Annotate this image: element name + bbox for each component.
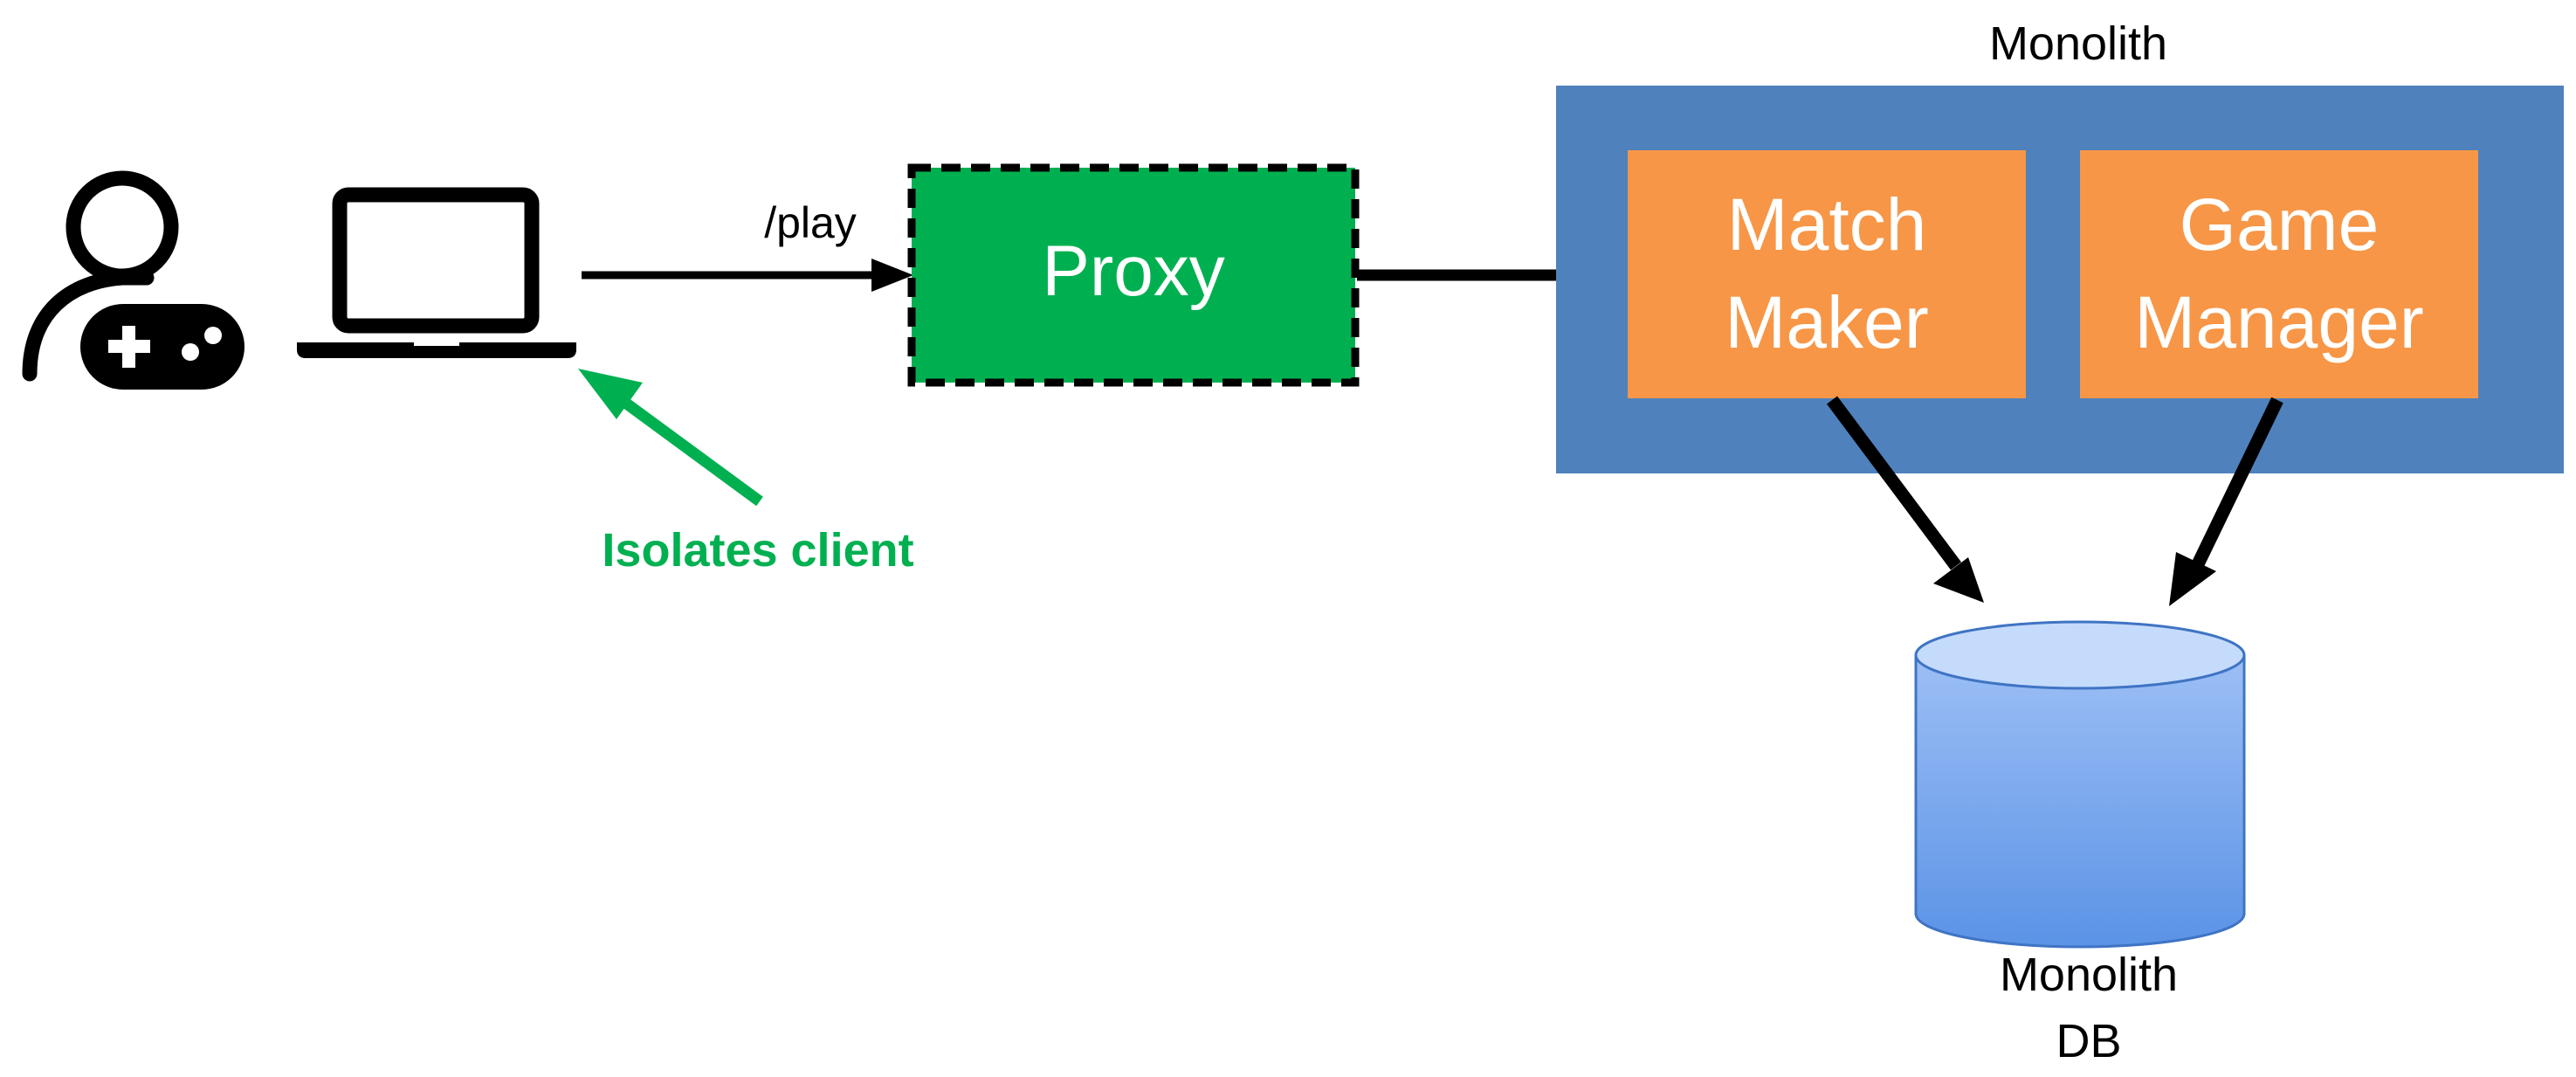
game-manager-label-line2: Manager bbox=[2134, 281, 2424, 363]
match-maker-box: Match Maker bbox=[1628, 150, 2026, 398]
database-label-line2: DB bbox=[2056, 1015, 2121, 1067]
proxy-box: Proxy bbox=[907, 163, 1360, 387]
database-label-line1: Monolith bbox=[2000, 949, 2178, 1001]
monolith-title: Monolith bbox=[1989, 17, 2167, 70]
gamer-person-icon bbox=[22, 170, 245, 390]
game-manager-label-line1: Game bbox=[2180, 183, 2380, 266]
database-cylinder-icon bbox=[1914, 620, 2246, 949]
match-maker-to-db-arrow bbox=[1826, 396, 1984, 603]
isolates-client-arrow bbox=[578, 369, 763, 507]
match-maker-label-line2: Maker bbox=[1725, 281, 1928, 363]
game-manager-box: Game Manager bbox=[2080, 150, 2478, 398]
match-maker-label-line1: Match bbox=[1727, 183, 1927, 266]
client-to-proxy-arrow bbox=[582, 259, 913, 292]
play-request-label: /play bbox=[764, 198, 857, 247]
laptop-icon bbox=[297, 187, 576, 358]
proxy-label: Proxy bbox=[1042, 231, 1225, 311]
isolates-client-annotation: Isolates client bbox=[602, 524, 913, 576]
game-manager-to-db-arrow bbox=[2169, 397, 2283, 606]
